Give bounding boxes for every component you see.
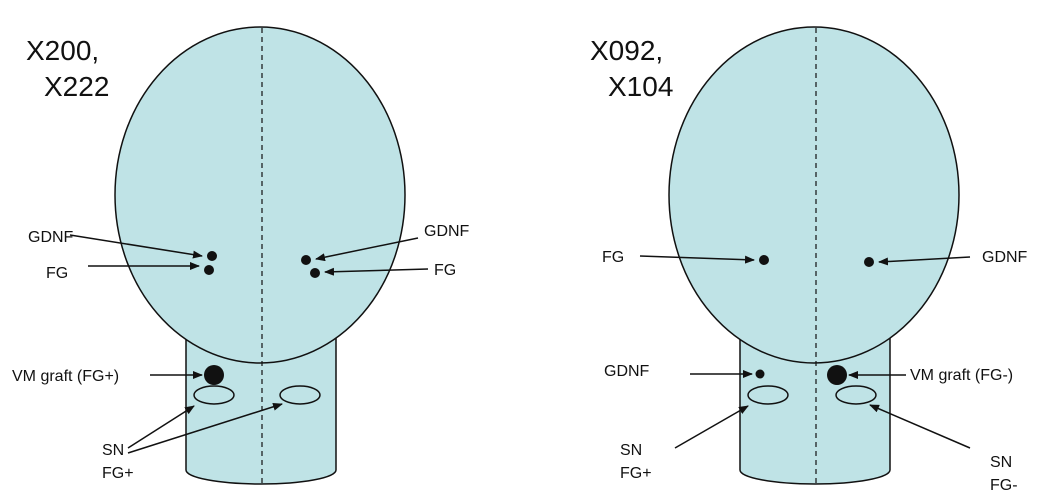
left-stalk (185, 329, 337, 485)
left-label-fg-left: FG (46, 265, 68, 282)
right-gdnf-dot-top (864, 257, 874, 267)
right-label-gdnf-lower: GDNF (604, 363, 650, 380)
left-label-sn-line1: SN (102, 442, 124, 459)
right-label-vm-graft: VM graft (FG-) (910, 367, 1013, 384)
right-fg-dot (759, 255, 769, 265)
right-panel: X092, X104 FG GDNF GDNF VM graft (FG-) S… (590, 26, 1028, 494)
left-label-fg-right: FG (434, 262, 456, 279)
right-label-sn-right-line1: SN (990, 454, 1012, 471)
left-arrow-gdnf-left (69, 234, 203, 259)
left-label-sn-line2: FG+ (102, 465, 134, 482)
right-label-fg: FG (602, 249, 624, 266)
left-fg-dot-left (204, 265, 214, 275)
right-label-sn-left-line1: SN (620, 442, 642, 459)
left-label-gdnf-left: GDNF (28, 229, 74, 246)
left-arrow-gdnf-right (315, 237, 419, 262)
right-vm-graft-dot (827, 365, 847, 385)
left-title-line2: X222 (44, 71, 109, 102)
right-arrow-sn-right (869, 404, 971, 449)
left-gdnf-dot-right (301, 255, 311, 265)
left-arrow-sn-a (127, 405, 195, 449)
right-arrow-gdnf-top (878, 256, 971, 266)
right-label-sn-left-line2: FG+ (620, 465, 652, 482)
left-sn-ellipse-left (193, 385, 235, 405)
left-title-line1: X200, (26, 35, 99, 66)
left-brain-ellipse (114, 26, 406, 364)
left-arrow-sn-b (127, 402, 283, 454)
right-arrow-fg (639, 255, 755, 264)
left-gdnf-dot-left (207, 251, 217, 261)
left-label-gdnf-right: GDNF (424, 223, 470, 240)
right-sn-ellipse-right (835, 385, 877, 405)
left-sn-ellipse-right (279, 385, 321, 405)
right-label-sn-right-line2: FG- (990, 477, 1018, 494)
right-sn-ellipse-left (747, 385, 789, 405)
right-title-line2: X104 (608, 71, 673, 102)
right-stalk (739, 329, 891, 485)
right-title-line1: X092, (590, 35, 663, 66)
right-arrow-sn-left (674, 405, 749, 449)
left-panel: X200, X222 GDNF FG GDNF FG VM graft (FG+… (12, 26, 470, 485)
left-fg-dot-right (310, 268, 320, 278)
left-vm-graft-dot (204, 365, 224, 385)
right-brain-ellipse (668, 26, 960, 364)
left-label-vm-graft: VM graft (FG+) (12, 368, 119, 385)
left-arrow-fg-right (324, 267, 429, 276)
right-gdnf-dot-lower (755, 369, 765, 379)
right-label-gdnf-top: GDNF (982, 249, 1028, 266)
